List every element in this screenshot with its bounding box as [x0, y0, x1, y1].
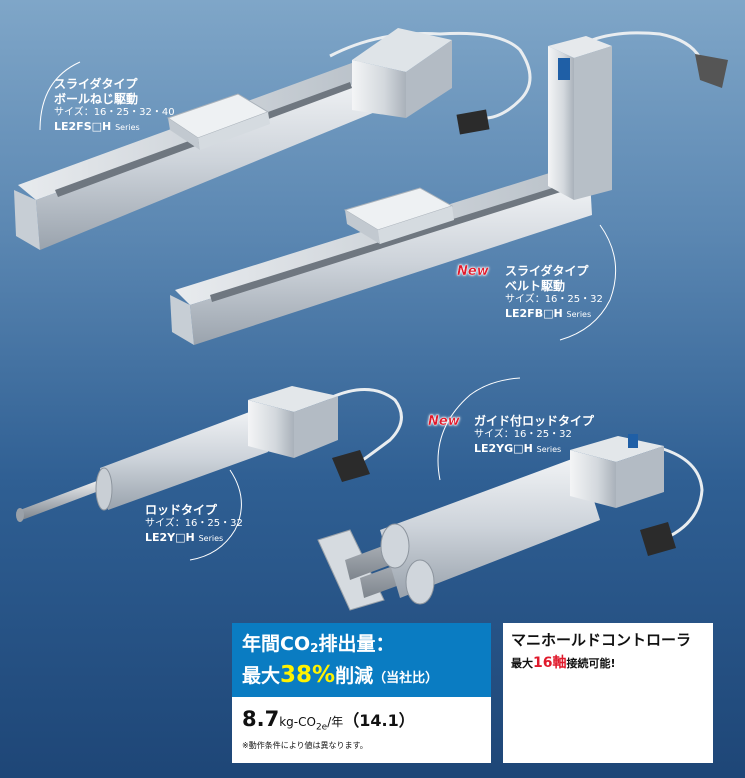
co2-line1-post: 排出量：: [318, 633, 395, 655]
co2-value-unit-pre: kg-CO: [279, 715, 316, 729]
co2-panel-header: 年間CO2排出量： 最大38%削減（当社比）: [232, 623, 491, 697]
co2-line1-sub: 2: [310, 641, 319, 655]
manifold-axis-count: 16軸: [533, 655, 567, 671]
le2fb-callout-arc: [559, 224, 617, 341]
le2y-title-line1: ロッドタイプ: [145, 503, 218, 517]
le2y-callout-arc: [189, 469, 242, 561]
le2fb-sizes: サイズ：16・25・32: [505, 294, 603, 305]
manifold-controller-panel: マニホールドコントローラ 最大16軸接続可能!: [503, 623, 713, 763]
le2y-series-word: Series: [198, 533, 224, 543]
le2fs-model: LE2FS□H: [54, 119, 112, 133]
le2y-label: ロッドタイプ サイズ：16・25・32 LE2Y□H Series: [145, 503, 243, 544]
le2fb-actuator-image: [170, 31, 728, 345]
le2y-actuator-image: [16, 386, 403, 522]
le2fs-label: スライダタイプ ボールねじ駆動 サイズ：16・25・32・40 LE2FS□H …: [54, 77, 175, 133]
manifold-sub-pre: 最大: [511, 657, 533, 670]
co2-line2-small: （当社比）: [373, 671, 439, 686]
manifold-subtitle: 最大16軸接続可能!: [511, 652, 616, 672]
co2-value-unit-sub: 2e: [315, 722, 328, 733]
le2y-sizes: サイズ：16・25・32: [145, 518, 243, 529]
le2yg-model: LE2YG□H: [474, 441, 533, 455]
co2-emission-value: 8.7kg-CO2e/年（14.1）: [242, 707, 415, 732]
le2fs-title-line2: ボールねじ駆動: [54, 92, 139, 106]
co2-footnote: ※動作条件により値は異なります。: [242, 741, 368, 750]
manifold-sub-post: 接続可能!: [566, 657, 616, 670]
le2fb-series-word: Series: [566, 309, 592, 319]
le2fb-new-badge: New: [457, 264, 489, 279]
le2fb-label: スライダタイプ ベルト駆動 サイズ：16・25・32 LE2FB□H Serie…: [505, 264, 603, 320]
co2-line2-mid: 削減: [335, 665, 374, 687]
manifold-title: マニホールドコントローラ: [511, 631, 692, 649]
le2fb-title-line2: ベルト駆動: [505, 279, 566, 293]
le2fb-title-line1: スライダタイプ: [505, 264, 589, 278]
le2fs-sizes: サイズ：16・25・32・40: [54, 107, 175, 118]
le2yg-new-badge: New: [428, 414, 460, 429]
le2fs-title-line1: スライダタイプ: [54, 77, 138, 91]
co2-value-compare: （14.1）: [343, 711, 415, 730]
le2fs-callout-arc: [39, 61, 81, 131]
co2-reduction-percent: 38%: [280, 662, 336, 688]
le2yg-callout-arc: [437, 377, 521, 481]
co2-headline-line1: 年間CO2排出量：: [242, 629, 394, 656]
co2-value-unit-post: /年: [327, 715, 344, 729]
le2y-model: LE2Y□H: [145, 530, 195, 544]
le2yg-title-line1: ガイド付ロッドタイプ: [474, 414, 595, 428]
co2-reduction-panel: 年間CO2排出量： 最大38%削減（当社比） 8.7kg-CO2e/年（14.1…: [232, 623, 491, 763]
le2yg-series-word: Series: [536, 444, 562, 454]
le2yg-label: ガイド付ロッドタイプ サイズ：16・25・32 LE2YG□H Series: [474, 414, 594, 455]
le2yg-actuator-image: [317, 434, 704, 611]
le2fs-series-word: Series: [115, 122, 140, 132]
le2fs-actuator-image: [14, 28, 532, 250]
le2yg-sizes: サイズ：16・25・32: [474, 429, 572, 440]
co2-value-number: 8.7: [242, 707, 280, 731]
co2-line2-pre: 最大: [242, 665, 281, 687]
co2-line1-pre: 年間CO: [242, 633, 311, 655]
le2fb-model: LE2FB□H: [505, 306, 563, 320]
co2-headline-line2: 最大38%削減（当社比）: [242, 661, 438, 688]
